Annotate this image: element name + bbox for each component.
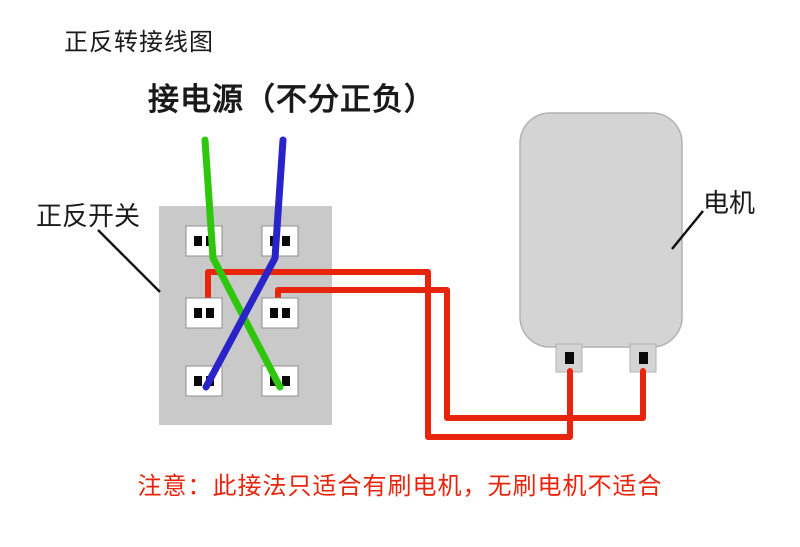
- terminal-pad: [185, 365, 223, 397]
- terminal-pad: [185, 297, 223, 329]
- motor-right-terminal-contact: [639, 352, 648, 364]
- switch-top-left-terminal: [185, 225, 223, 257]
- motor-label: 电机: [703, 188, 756, 218]
- terminal-contact: [194, 376, 202, 386]
- motor-body: [519, 112, 683, 348]
- switch-bottom-left-terminal: [185, 365, 223, 397]
- terminal-contact: [282, 376, 290, 386]
- power-blue-wire: [202, 136, 287, 391]
- diagram-title: 正反转接线图: [64, 29, 214, 56]
- switch-middle-right-terminal: [261, 297, 299, 329]
- terminal-pad: [261, 297, 299, 329]
- terminal-contact: [270, 308, 278, 318]
- power-green-wire: [201, 136, 284, 391]
- terminal-contact: [282, 308, 290, 318]
- switch-label: 正反开关: [36, 201, 141, 231]
- terminal-contact: [206, 308, 214, 318]
- switch-middle-left-terminal: [185, 297, 223, 329]
- motor-pointer-line: [671, 210, 704, 250]
- terminal-contact: [194, 308, 202, 318]
- power-source-label: 接电源（不分正负）: [148, 82, 436, 117]
- motor-red-wire-2: [275, 287, 646, 421]
- motor-left-terminal-contact: [565, 352, 574, 364]
- motor-right-terminal: [629, 343, 657, 373]
- terminal-contact: [194, 236, 202, 246]
- terminal-pad: [185, 225, 223, 257]
- switch-pointer-line: [97, 229, 161, 293]
- motor-left-terminal: [555, 343, 583, 373]
- terminal-contact: [282, 236, 290, 246]
- warning-note: 注意：此接法只适合有刷电机，无刷电机不适合: [137, 473, 663, 500]
- motor-red-wire-1: [205, 269, 573, 440]
